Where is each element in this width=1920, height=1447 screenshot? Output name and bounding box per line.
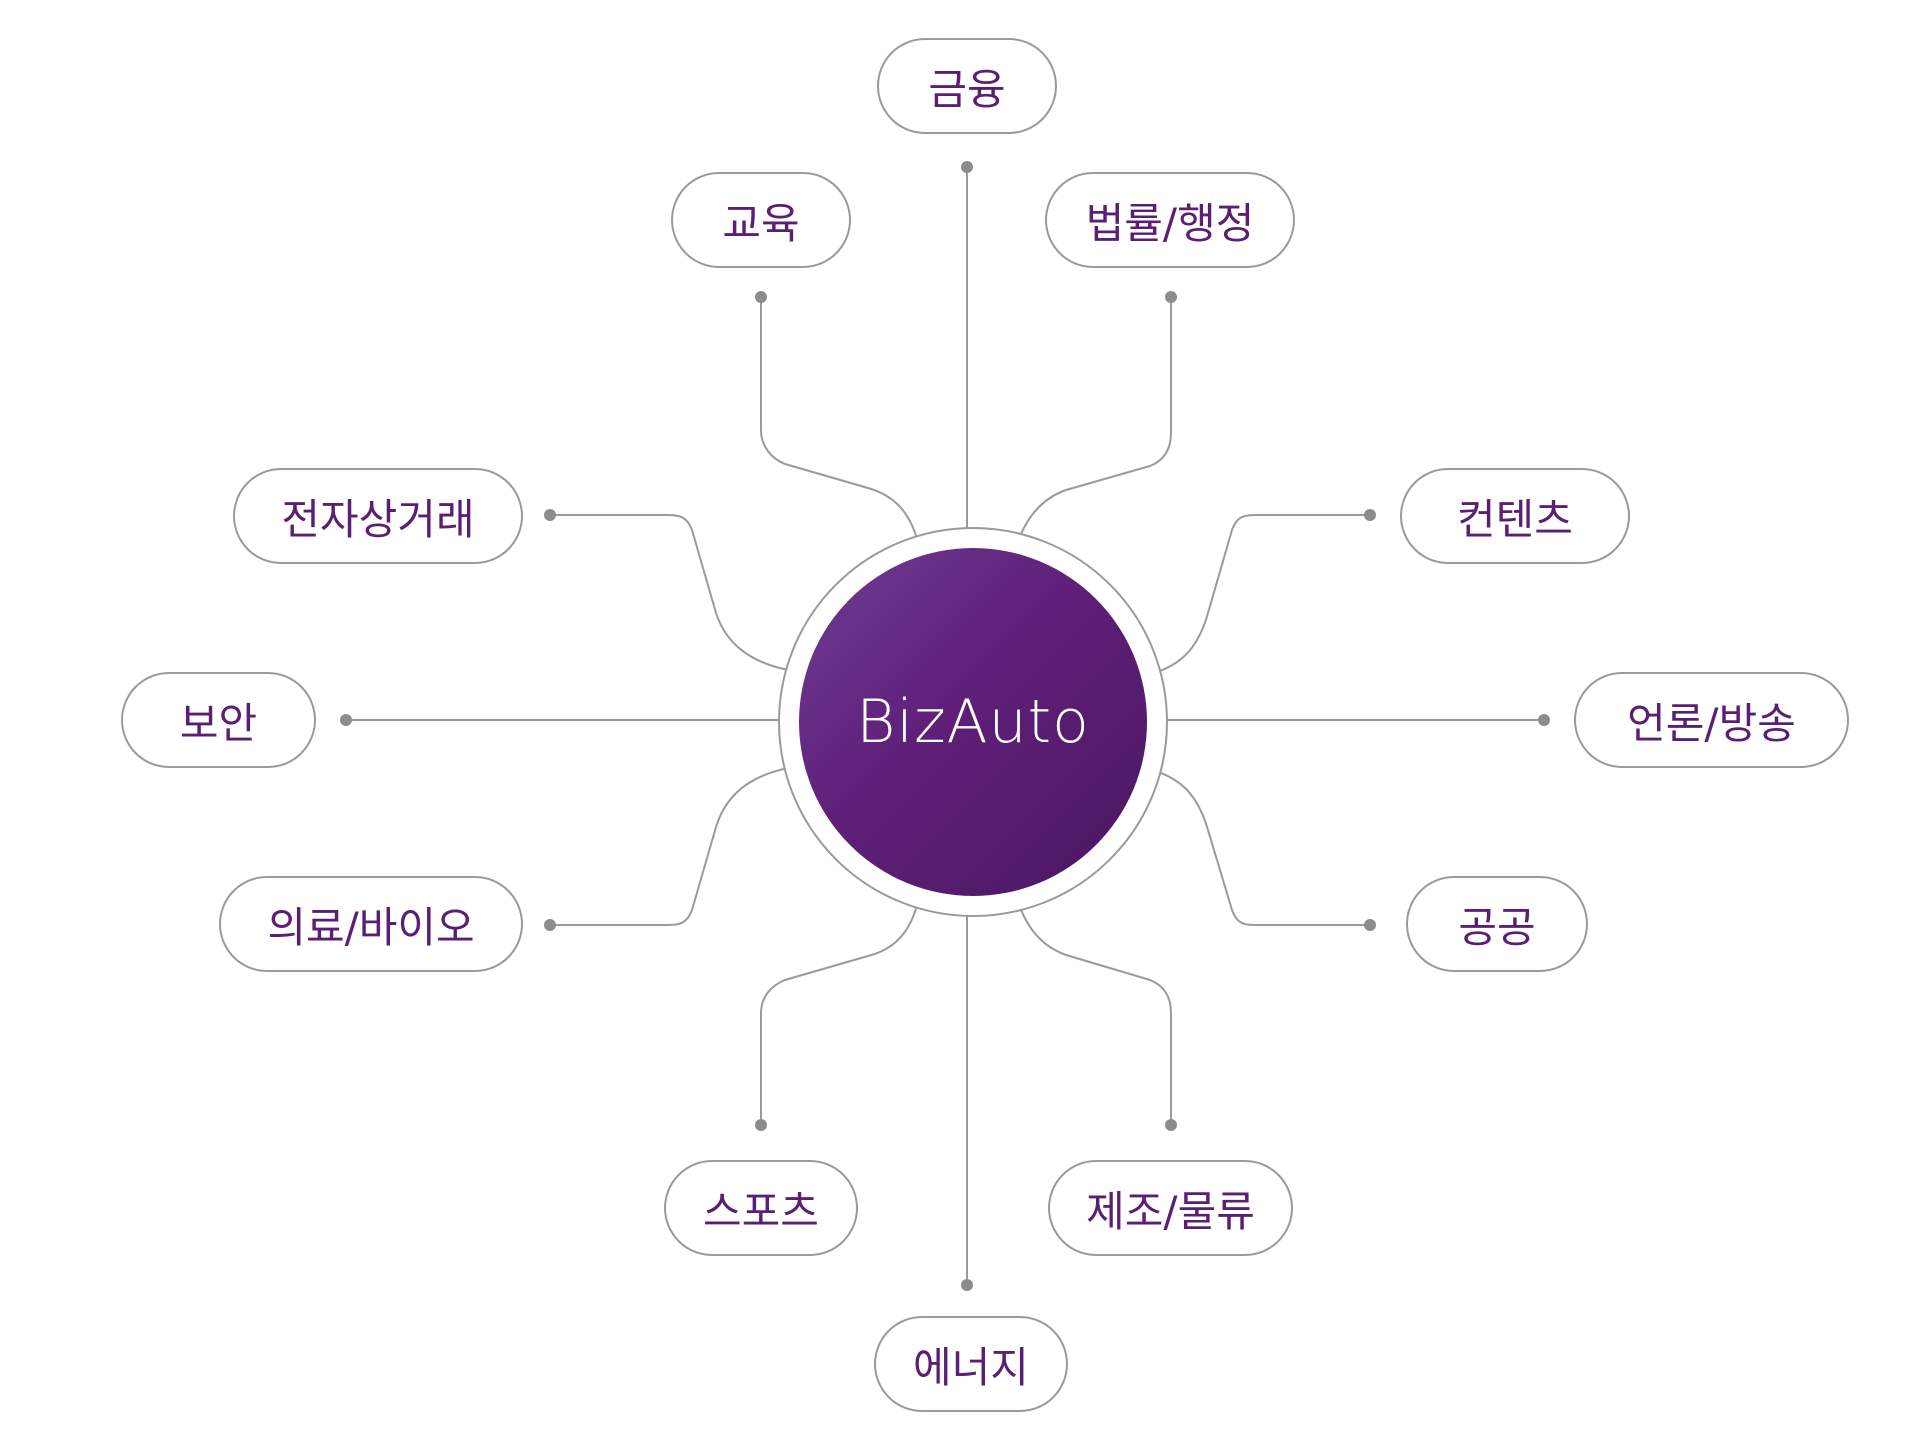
- dot-contents: [1364, 509, 1376, 521]
- node-finance: 금융: [877, 38, 1057, 134]
- dot-media: [1538, 714, 1550, 726]
- dot-manufacturing: [1165, 1119, 1177, 1131]
- node-security: 보안: [121, 672, 316, 768]
- dot-law: [1165, 291, 1177, 303]
- dot-ecommerce: [544, 509, 556, 521]
- node-sports: 스포츠: [664, 1160, 858, 1256]
- hub-title: BizAuto: [856, 687, 1090, 757]
- node-public: 공공: [1406, 876, 1588, 972]
- dot-education: [755, 291, 767, 303]
- connector-manufacturing: [1013, 886, 1172, 1125]
- node-energy: 에너지: [874, 1316, 1068, 1412]
- connector-law: [1013, 297, 1172, 556]
- node-ecommerce: 전자상거래: [233, 468, 523, 564]
- node-law: 법률/행정: [1045, 172, 1295, 268]
- dot-security: [340, 714, 352, 726]
- hub-circle: [799, 548, 1147, 896]
- connector-public: [1140, 766, 1370, 927]
- connector-education: [760, 297, 922, 558]
- dot-public: [1364, 919, 1376, 931]
- connector-sports: [760, 886, 922, 1125]
- dot-finance: [961, 161, 973, 173]
- node-medical: 의료/바이오: [219, 876, 523, 972]
- dot-medical: [544, 919, 556, 931]
- connector-contents: [1140, 513, 1370, 678]
- node-media: 언론/방송: [1574, 672, 1849, 768]
- node-education: 교육: [671, 172, 851, 268]
- connector-ecommerce: [550, 513, 809, 674]
- dot-sports: [755, 1119, 767, 1131]
- connector-medical: [550, 764, 809, 927]
- node-contents: 컨텐츠: [1400, 468, 1630, 564]
- node-manufacturing: 제조/물류: [1048, 1160, 1293, 1256]
- dot-energy: [961, 1279, 973, 1291]
